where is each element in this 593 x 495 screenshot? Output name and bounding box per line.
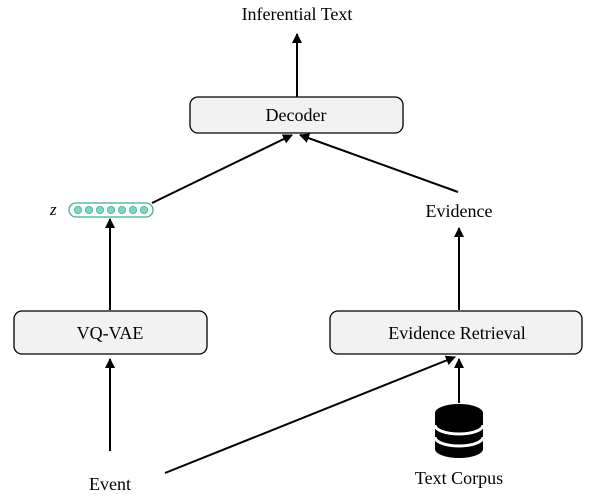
latent-dot bbox=[107, 205, 116, 214]
edge-evidence-to-decoder bbox=[299, 133, 459, 193]
vqvae-box bbox=[13, 310, 208, 355]
latent-z-node: z bbox=[49, 200, 154, 219]
decoder-label: Decoder bbox=[266, 105, 327, 125]
vqvae-node: VQ-VAE bbox=[13, 310, 208, 355]
latent-dot bbox=[118, 205, 127, 214]
inferential-text-label: Inferential Text bbox=[242, 4, 353, 24]
latent-dot bbox=[96, 205, 105, 214]
evidence-label: Evidence bbox=[426, 201, 493, 221]
latent-dot bbox=[85, 205, 94, 214]
latent-dot bbox=[74, 205, 83, 214]
latent-dot bbox=[128, 205, 137, 214]
evidence-retrieval-label: Evidence Retrieval bbox=[388, 323, 525, 343]
database-icon bbox=[433, 404, 485, 458]
text-corpus-label: Text Corpus bbox=[415, 468, 503, 488]
latent-dot bbox=[139, 205, 148, 214]
event-label: Event bbox=[89, 474, 131, 494]
latent-vector-dots bbox=[74, 205, 148, 214]
edge-z-to-decoder bbox=[151, 134, 293, 204]
evidence-retrieval-box bbox=[329, 310, 583, 355]
evidence-retrieval-node: Evidence Retrieval bbox=[329, 310, 583, 355]
decoder-box bbox=[189, 96, 404, 134]
z-label: z bbox=[49, 200, 57, 219]
edge-event-to-evidence-retrieval bbox=[164, 355, 456, 474]
vqvae-label: VQ-VAE bbox=[77, 323, 144, 343]
decoder-node: Decoder bbox=[189, 96, 404, 134]
